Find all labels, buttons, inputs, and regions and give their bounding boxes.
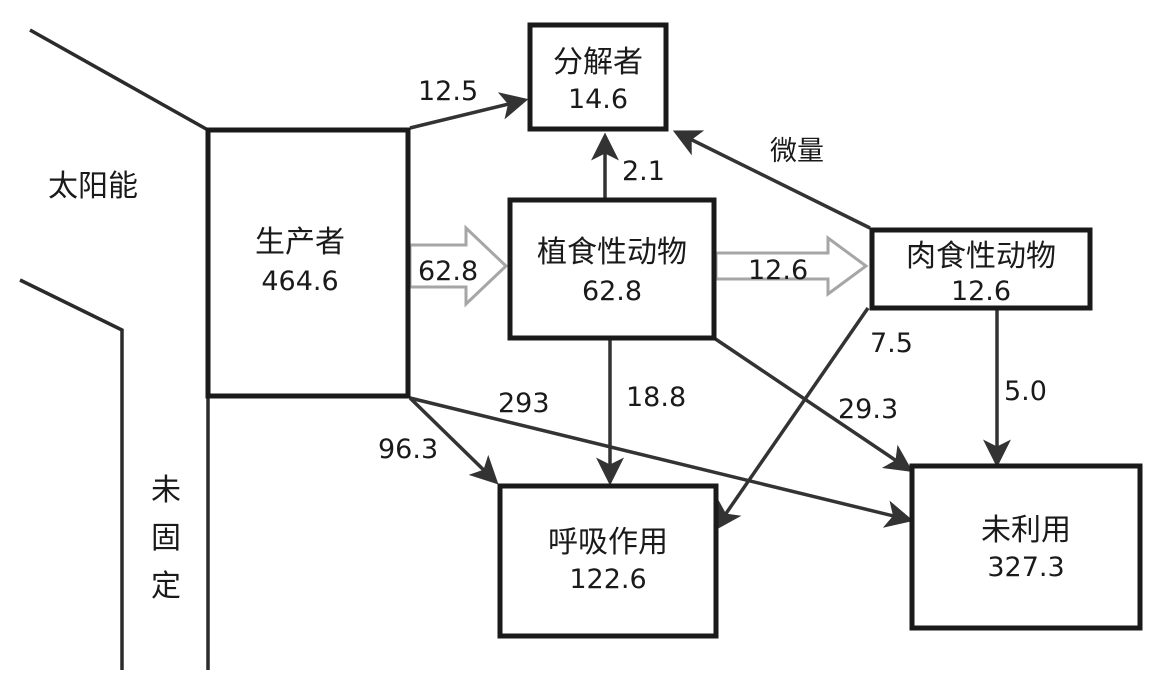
sunlight-upper-boundary bbox=[29, 28, 210, 670]
arrow-producer-to-decomposer bbox=[409, 92, 529, 130]
label-carnivore-to-decomposer: 微量 bbox=[770, 136, 824, 167]
arrow-herbivore-to-unused bbox=[713, 336, 913, 472]
arrow-carnivore-to-respiration bbox=[714, 307, 870, 531]
node-carnivore: 肉食性动物 12.6 bbox=[869, 227, 1093, 311]
unfixed-char-3: 定 bbox=[151, 569, 181, 604]
respiration-name: 呼吸作用 bbox=[548, 525, 668, 560]
herbivore-to-carnivore-arrow bbox=[714, 235, 869, 297]
label-producer-to-decomposer: 12.5 bbox=[418, 76, 478, 107]
sun-energy-label: 太阳能 bbox=[48, 169, 138, 204]
label-herbivore-to-respiration: 18.8 bbox=[626, 382, 686, 413]
arrow-producer-to-respiration bbox=[408, 396, 499, 485]
label-herbivore-to-carnivore: 12.6 bbox=[748, 255, 808, 286]
label-herbivore-to-decomposer: 2.1 bbox=[622, 156, 665, 187]
producer-to-herbivore-arrow bbox=[408, 224, 509, 308]
carnivore-value: 12.6 bbox=[951, 276, 1011, 307]
arrow-carnivore-to-decomposer bbox=[672, 130, 871, 230]
sunlight-lower-boundary bbox=[19, 278, 124, 670]
unused-value: 327.3 bbox=[987, 552, 1064, 583]
herbivore-name: 植食性动物 bbox=[537, 235, 687, 270]
carnivore-name: 肉食性动物 bbox=[906, 239, 1056, 274]
unfixed-char-1: 未 bbox=[151, 473, 181, 508]
node-unused: 未利用 327.3 bbox=[909, 463, 1143, 631]
node-decomposer: 分解者 14.6 bbox=[527, 22, 669, 132]
respiration-value: 122.6 bbox=[569, 564, 646, 595]
node-respiration: 呼吸作用 122.6 bbox=[497, 483, 719, 639]
arrow-producer-to-unused bbox=[409, 396, 914, 528]
label-carnivore-to-respiration: 7.5 bbox=[870, 328, 913, 359]
producer-name: 生产者 bbox=[255, 225, 345, 260]
label-producer-to-herbivore: 62.8 bbox=[418, 256, 478, 287]
unfixed-char-2: 固 bbox=[151, 521, 181, 556]
node-herbivore: 植食性动物 62.8 bbox=[507, 197, 717, 341]
producer-value: 464.6 bbox=[261, 266, 338, 297]
decomposer-name: 分解者 bbox=[553, 45, 643, 80]
decomposer-value: 14.6 bbox=[568, 84, 628, 115]
unused-name: 未利用 bbox=[981, 513, 1071, 548]
label-herbivore-to-unused: 29.3 bbox=[838, 394, 898, 425]
label-carnivore-to-unused: 5.0 bbox=[1004, 376, 1047, 407]
label-producer-to-unused: 293 bbox=[498, 388, 550, 419]
herbivore-value: 62.8 bbox=[582, 276, 642, 307]
node-producer: 生产者 464.6 bbox=[205, 127, 411, 399]
label-producer-to-respiration: 96.3 bbox=[378, 434, 438, 465]
